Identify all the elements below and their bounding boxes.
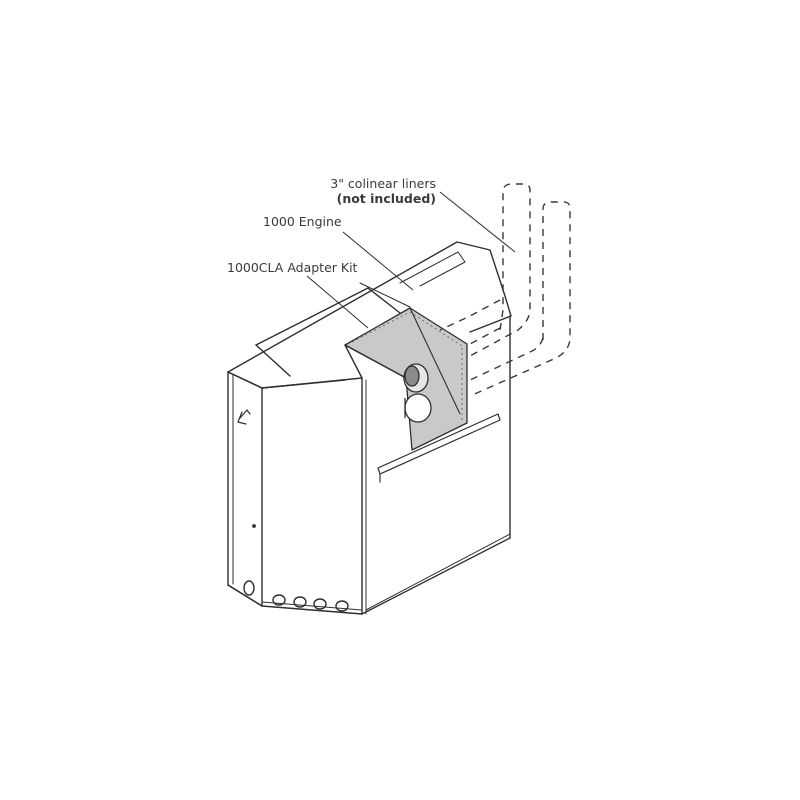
knockout-5: [335, 600, 349, 612]
outlet-pipe-lower: [404, 393, 432, 423]
leader-liners: [439, 191, 516, 253]
handle-icon: [237, 409, 251, 425]
label-liners-line1: 3" colinear liners: [330, 176, 436, 191]
label-1000-engine: 1000 Engine: [263, 214, 342, 229]
knockout-4: [313, 598, 327, 610]
knockout-2: [272, 594, 286, 606]
label-adapter-kit: 1000CLA Adapter Kit: [227, 260, 358, 275]
label-colinear-liners: 3" colinear liners (not included): [300, 176, 436, 206]
adapter-kit: [344, 307, 468, 451]
right-side-panel: [344, 344, 363, 379]
rail-bracket: [377, 413, 501, 475]
colinear-liners: [439, 183, 571, 397]
top-cover: [227, 241, 512, 373]
knockout-1: [243, 580, 255, 596]
leader-adapter: [306, 275, 369, 329]
label-liners-line2: (not included): [336, 191, 436, 206]
leader-engine: [342, 231, 414, 291]
front-panel: [261, 377, 363, 615]
knockout-3: [293, 596, 307, 608]
